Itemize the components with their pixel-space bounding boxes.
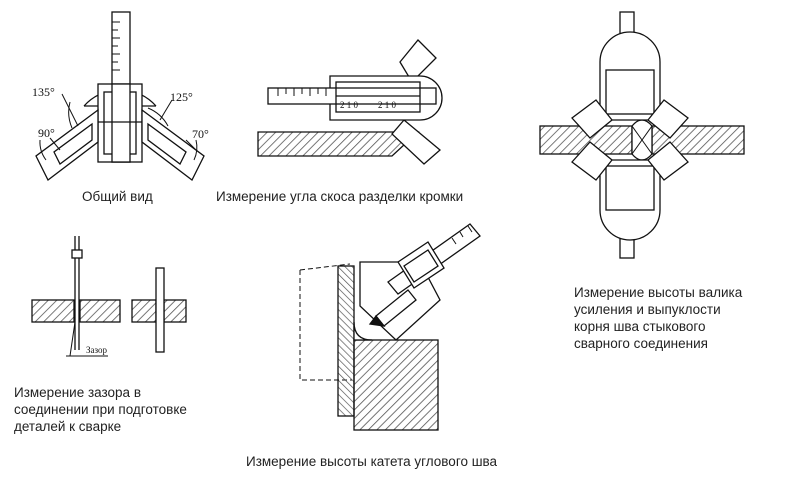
angle-label-125: 125° bbox=[170, 90, 193, 104]
bevel-scale-digits-right: 2 1 0 bbox=[378, 100, 397, 110]
caption-bevel-angle: Измерение угла скоса разделки кромки bbox=[216, 189, 464, 204]
figure-general-view bbox=[35, 11, 205, 181]
caption-general-view: Общий вид bbox=[82, 189, 153, 204]
bevel-scale-digits-left: 2 1 0 bbox=[340, 100, 359, 110]
figure-reinforcement bbox=[539, 11, 745, 259]
caption-reinforcement-height: Измерение высоты валика усиления и выпук… bbox=[574, 285, 743, 351]
caption-gap: Измерение зазора в соединении при подгот… bbox=[14, 385, 187, 434]
figure-fillet-leg bbox=[299, 223, 481, 431]
angle-label-90: 90° bbox=[38, 126, 55, 140]
figure-bevel-angle bbox=[257, 39, 443, 165]
caption-fillet-leg: Измерение высоты катета углового шва bbox=[246, 454, 498, 469]
figure-gap bbox=[31, 236, 187, 357]
gap-label: Зазор bbox=[86, 345, 108, 355]
angle-label-135: 135° bbox=[32, 85, 55, 99]
angle-label-70: 70° bbox=[192, 127, 209, 141]
